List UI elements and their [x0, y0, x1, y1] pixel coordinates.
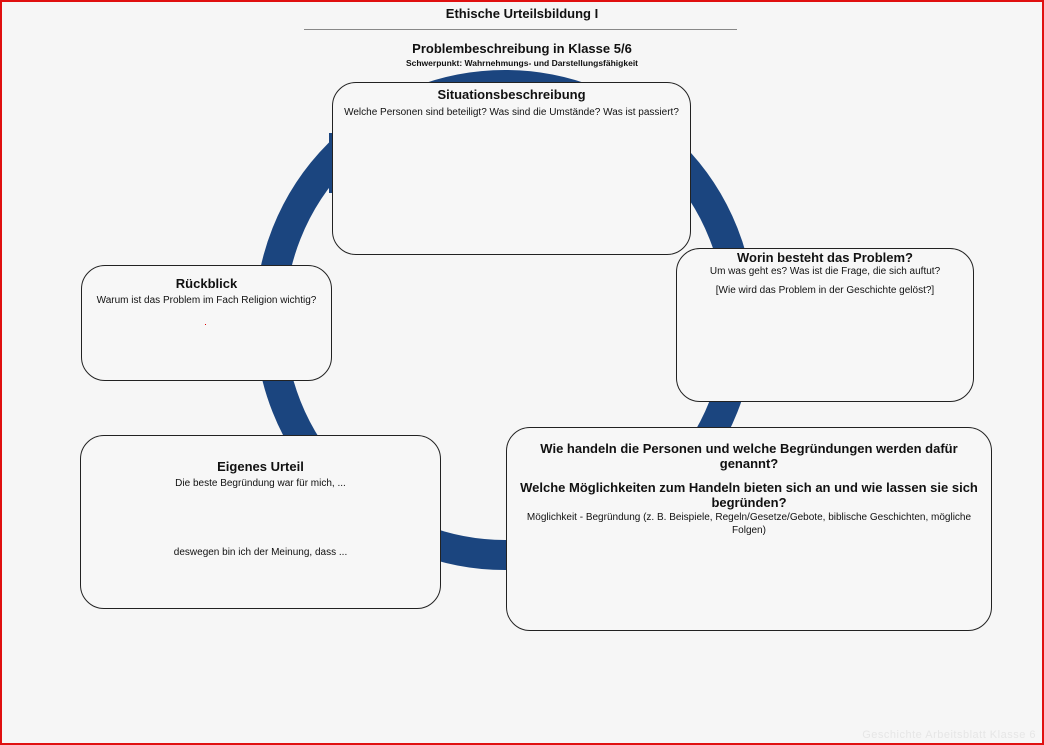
problem-question-2: [Wie wird das Problem in der Geschichte … — [715, 285, 935, 296]
focus-note: Schwerpunkt: Wahrnehmungs- und Darstellu… — [405, 58, 639, 68]
options-box[interactable]: Wie handeln die Personen und welche Begr… — [506, 427, 992, 631]
review-question: Warum ist das Problem im Fach Religion w… — [96, 295, 317, 306]
options-heading-2: Welche Möglichkeiten zum Handeln bieten … — [520, 480, 978, 510]
review-heading: Rückblick — [175, 276, 238, 291]
options-note: Möglichkeit - Begründung (z. B. Beispiel… — [526, 512, 972, 536]
review-box[interactable]: Rückblick Warum ist das Problem im Fach … — [81, 265, 332, 381]
problem-heading: Worin besteht das Problem? — [736, 250, 913, 265]
problem-box[interactable]: Worin besteht das Problem? Um was geht e… — [676, 248, 974, 402]
problem-question: Um was geht es? Was ist die Frage, die s… — [709, 266, 941, 277]
options-heading: Wie handeln die Personen und welche Begr… — [540, 441, 958, 471]
page-subtitle: Problembeschreibung in Klasse 5/6 — [412, 41, 632, 56]
watermark: Geschichte Arbeitsblatt Klasse 6 — [862, 729, 1036, 741]
situation-heading: Situationsbeschreibung — [437, 87, 586, 102]
title-divider — [304, 29, 737, 30]
judgement-heading: Eigenes Urteil — [217, 459, 304, 474]
stray-mark — [205, 324, 206, 325]
judgement-line-1: Die beste Begründung war für mich, ... — [175, 478, 346, 489]
judgement-line-2: deswegen bin ich der Meinung, dass ... — [173, 547, 348, 558]
situation-box[interactable]: Situationsbeschreibung Welche Personen s… — [332, 82, 691, 255]
page-title: Ethische Urteilsbildung I — [445, 6, 599, 21]
situation-question: Welche Personen sind beteiligt? Was sind… — [344, 107, 679, 118]
judgement-box[interactable]: Eigenes Urteil Die beste Begründung war … — [80, 435, 441, 609]
